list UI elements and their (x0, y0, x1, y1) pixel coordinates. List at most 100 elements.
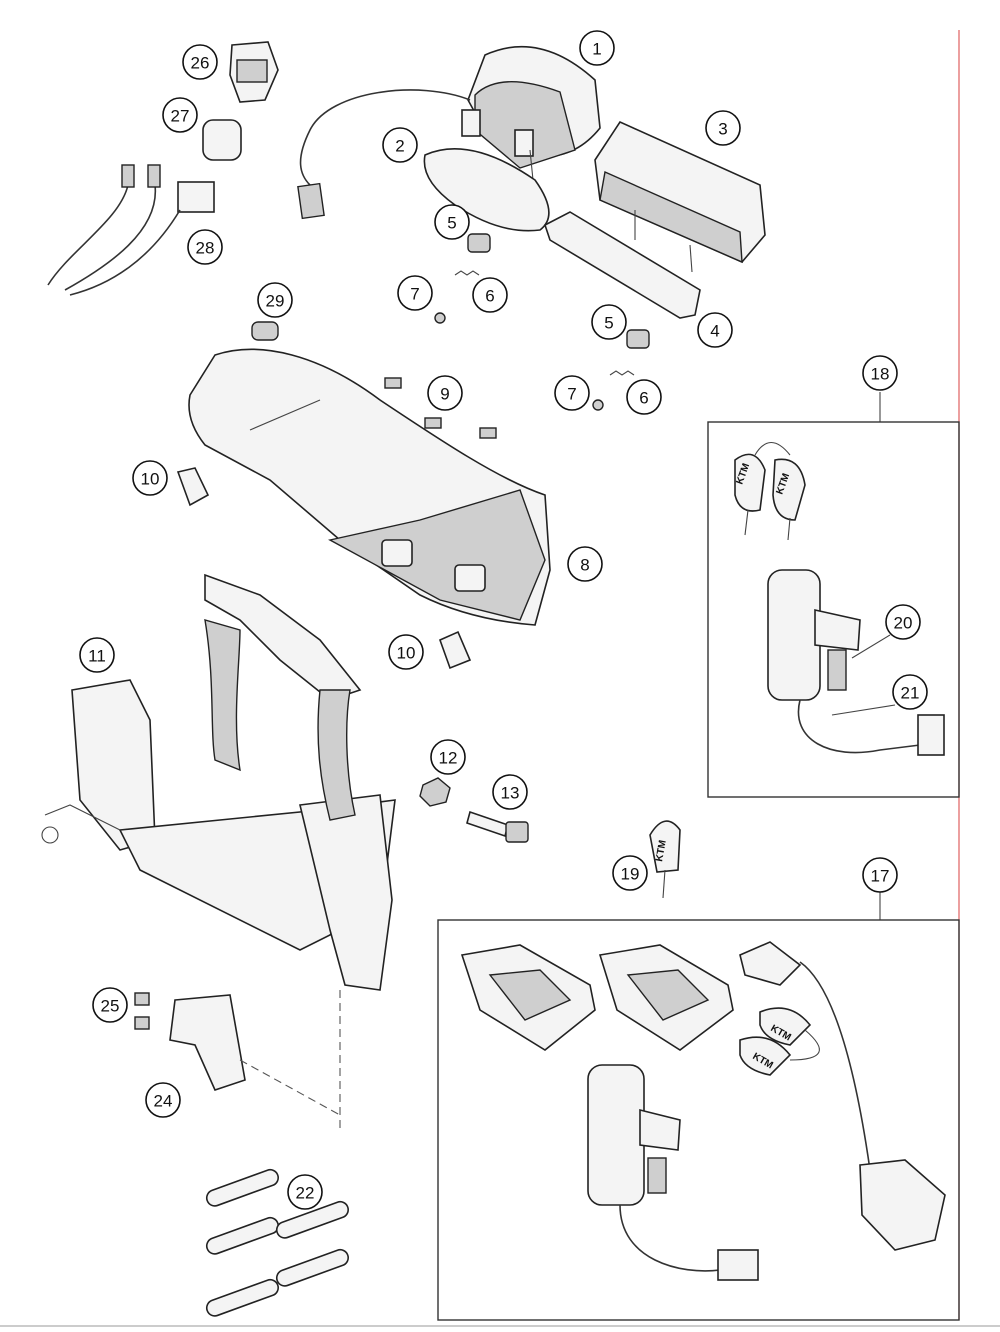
callout-circle (697, 312, 733, 348)
wiring-harness-part (47, 164, 215, 296)
socket-cap-part (202, 119, 242, 161)
callout-number: 19 (621, 865, 640, 884)
callout-10: 10 (132, 460, 168, 496)
rubber-grommet-part-upper (467, 233, 491, 253)
callout-circle (591, 304, 627, 340)
callout-circle (862, 355, 898, 391)
callout-circle (705, 110, 741, 146)
callout-number: 10 (141, 470, 160, 489)
callout-27: 27 (162, 97, 198, 133)
headlight-bracket-part (41, 573, 396, 1130)
screw-part-a (134, 992, 150, 1006)
callout-21: 21 (892, 674, 928, 710)
callout-circle (427, 375, 463, 411)
callout-5: 5 (591, 304, 627, 340)
callout-circle (492, 774, 528, 810)
callout-7: 7 (397, 275, 433, 311)
cap-grommet-part (251, 321, 279, 341)
callout-17: 17 (862, 857, 898, 893)
callout-number: 13 (501, 784, 520, 803)
callout-number: 8 (580, 556, 589, 575)
callout-18: 18 (862, 355, 898, 391)
callout-6: 6 (626, 379, 662, 415)
callout-20: 20 (885, 604, 921, 640)
clip-part-upper (176, 467, 210, 507)
display-gasket-part (544, 211, 701, 319)
callout-number: 5 (447, 214, 456, 233)
spring-part-upper (454, 270, 480, 276)
display-unit-part (594, 120, 766, 273)
speedometer-part (297, 45, 601, 220)
lock-keys-part: KTM KTM (739, 1007, 820, 1076)
headlight-mask-part (188, 348, 551, 626)
callout-19: 19 (612, 855, 648, 891)
callout-circle (862, 857, 898, 893)
callout-6: 6 (472, 277, 508, 313)
screw-part-set (384, 377, 497, 439)
callout-circle (257, 282, 293, 318)
key-logo-text: KTM (654, 839, 669, 862)
callout-number: 24 (154, 1092, 173, 1111)
callout-28: 28 (187, 229, 223, 265)
callout-12: 12 (430, 739, 466, 775)
callout-number: 6 (639, 389, 648, 408)
callout-3: 3 (705, 110, 741, 146)
rubber-grommet-part-lower (626, 329, 650, 349)
flange-nut-part (419, 777, 451, 807)
callout-circle (430, 739, 466, 775)
power-socket-part (229, 41, 279, 103)
callout-circle (92, 987, 128, 1023)
callout-29: 29 (257, 282, 293, 318)
callout-7: 7 (554, 375, 590, 411)
callout-number: 9 (440, 385, 449, 404)
holder-bracket-part (169, 994, 341, 1116)
callout-number: 10 (397, 644, 416, 663)
speedometer-gasket-part (423, 148, 550, 232)
callout-number: 5 (604, 314, 613, 333)
callout-circle (132, 460, 168, 496)
leader-line-21 (831, 704, 896, 716)
ignition-lock-kit-box (707, 421, 960, 798)
lock-set-box (437, 919, 960, 1321)
callout-number: 22 (296, 1184, 315, 1203)
callout-number: 18 (871, 365, 890, 384)
callout-22: 22 (287, 1174, 323, 1210)
screw-part-b (134, 1016, 150, 1030)
spare-key-part: KTM (649, 820, 681, 899)
callout-number: 4 (710, 322, 719, 341)
callout-circle (287, 1174, 323, 1210)
callout-circle (892, 674, 928, 710)
callout-5: 5 (434, 204, 470, 240)
callout-circle (472, 277, 508, 313)
callout-2: 2 (382, 127, 418, 163)
callout-number: 6 (485, 287, 494, 306)
callout-number: 29 (266, 292, 285, 311)
lock-cylinder-part (587, 1064, 759, 1281)
protective-sleeve-set (205, 1168, 349, 1317)
callout-circle (554, 375, 590, 411)
callout-circle (182, 44, 218, 80)
callout-10: 10 (388, 634, 424, 670)
nut-part-lower (592, 399, 604, 411)
nut-part-upper (434, 312, 446, 324)
callout-number: 28 (196, 239, 215, 258)
fuel-cap-part-a (460, 944, 596, 1051)
fuel-cap-part-b (598, 944, 734, 1051)
callout-circle (626, 379, 662, 415)
callout-number: 12 (439, 749, 458, 768)
callout-circle (162, 97, 198, 133)
callout-11: 11 (79, 637, 115, 673)
callout-number: 21 (901, 684, 920, 703)
callout-number: 2 (395, 137, 404, 156)
callout-8: 8 (567, 546, 603, 582)
callout-circle (388, 634, 424, 670)
callout-circle (567, 546, 603, 582)
callout-circle (885, 604, 921, 640)
callout-number: 3 (718, 120, 727, 139)
callout-circle (434, 204, 470, 240)
spring-part-lower (609, 370, 635, 376)
callout-circle (612, 855, 648, 891)
callout-9: 9 (427, 375, 463, 411)
flange-bolt-part (466, 810, 529, 843)
